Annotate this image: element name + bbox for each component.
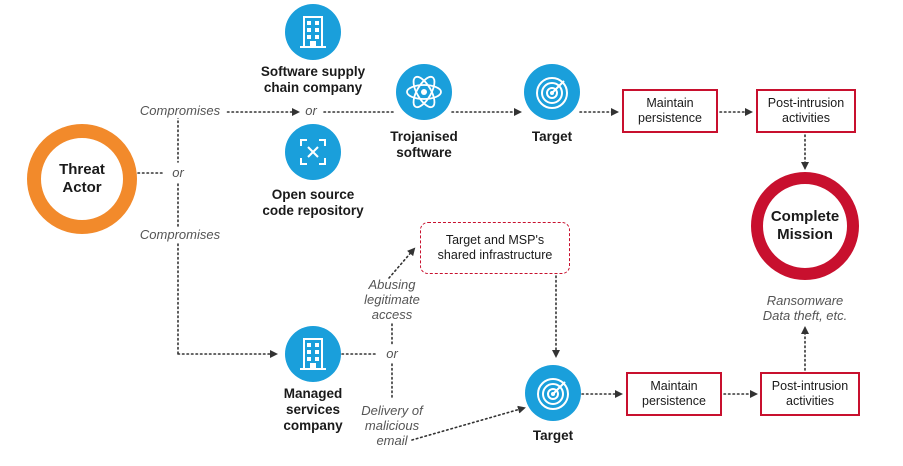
edge-access-infra [388,247,416,279]
post-intrusion-top-box: Post-intrusion activities [756,89,856,133]
maintain-persistence-bottom-box: Maintain persistence [626,372,722,416]
target-top-label: Target [531,129,573,144]
post-intrusion-top-label: Post-intrusion activities [767,96,845,125]
maintain-persistence-top-label: Maintain persistence [638,96,702,125]
post-intrusion-bottom-label: Post-intrusion activities [771,379,849,408]
threat-actor-node: Threat Actor [27,124,137,234]
mission-outcomes-label: Ransomware Data theft, etc. [762,293,848,323]
atom-icon [396,64,452,120]
software-supply-chain-label: Software supply chain company [260,64,366,95]
shared-infrastructure-label: Target and MSP's shared infrastructure [437,233,553,262]
threat-actor-label: Threat Actor [59,161,105,196]
post-intrusion-bottom-box: Post-intrusion activities [760,372,860,416]
radar-icon [524,64,580,120]
compromises-top-label: Compromises [134,103,226,118]
or-middle-label: or [168,165,188,180]
delivery-email-label: Delivery of malicious email [361,403,423,448]
managed-services-label: Managed services company [283,386,343,433]
abusing-access-label: Abusing legitimate access [364,277,420,322]
complete-mission-label: Complete Mission [770,208,840,243]
target-bottom-label: Target [532,428,574,443]
trojanised-software-label: Trojanised software [390,129,458,160]
maintain-persistence-bottom-label: Maintain persistence [642,379,706,408]
building-icon [285,326,341,382]
compromises-bottom-label: Compromises [134,227,226,242]
maintain-persistence-top-box: Maintain persistence [622,89,718,133]
complete-mission-node: Complete Mission [751,172,859,280]
open-source-repo-label: Open source code repository [262,187,364,218]
or-top-label: or [300,103,322,118]
edge-email-target [411,405,526,441]
building-icon [285,4,341,60]
or-bottom-label: or [382,346,402,361]
radar-icon [525,365,581,421]
code-bracket-icon [285,124,341,180]
shared-infrastructure-box: Target and MSP's shared infrastructure [420,222,570,274]
